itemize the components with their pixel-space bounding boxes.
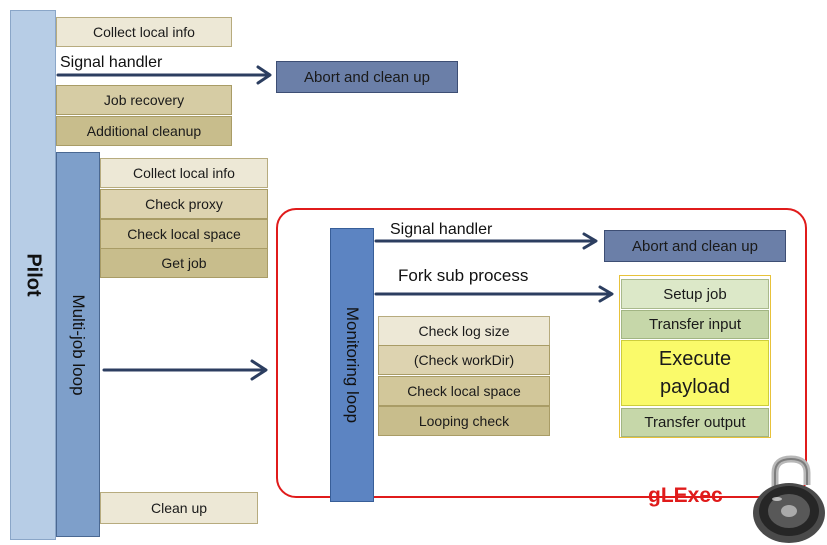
arrow-multijob-head	[250, 359, 268, 381]
abort-cleanup-top: Abort and clean up	[276, 61, 458, 93]
pilot-bar: Pilot	[10, 10, 56, 540]
signal-handler-glexec-label: Signal handler	[390, 221, 493, 238]
monitoring-loop-bar: Monitoring loop	[330, 228, 374, 502]
check-proxy-box: Check proxy	[100, 189, 268, 219]
collect-local-info-mj: Collect local info	[100, 158, 268, 188]
multi-job-loop-bar: Multi-job loop	[56, 152, 100, 537]
check-local-space-glexec: Check local space	[378, 376, 550, 406]
transfer-input-box: Transfer input	[621, 310, 769, 339]
multi-job-loop-label: Multi-job loop	[69, 293, 88, 396]
collect-local-info-top: Collect local info	[56, 17, 232, 47]
monitoring-loop-label: Monitoring loop	[343, 306, 362, 424]
arrow-signal-top-head	[256, 65, 272, 85]
fork-sub-process-label: Fork sub process	[398, 266, 529, 285]
pilot-label: Pilot	[22, 253, 45, 297]
job-recovery-box: Job recovery	[56, 85, 232, 115]
check-log-size-box: Check log size	[378, 316, 550, 346]
get-job-box: Get job	[100, 248, 268, 278]
clean-up-box: Clean up	[100, 492, 258, 524]
glexec-frame	[276, 208, 807, 498]
check-workdir-box: (Check workDir)	[378, 345, 550, 375]
looping-check-box: Looping check	[378, 406, 550, 436]
sub-process-frame	[619, 275, 771, 438]
abort-cleanup-glexec: Abort and clean up	[604, 230, 786, 262]
transfer-output-box: Transfer output	[621, 408, 769, 437]
execute-payload-box: Execute payload	[621, 340, 769, 406]
glexec-label: gLExec	[648, 484, 723, 507]
signal-handler-top-label: Signal handler	[60, 54, 163, 71]
check-local-space-mj: Check local space	[100, 219, 268, 249]
setup-job-box: Setup job	[621, 279, 769, 309]
additional-cleanup-box: Additional cleanup	[56, 116, 232, 146]
padlock-icon	[753, 455, 825, 543]
